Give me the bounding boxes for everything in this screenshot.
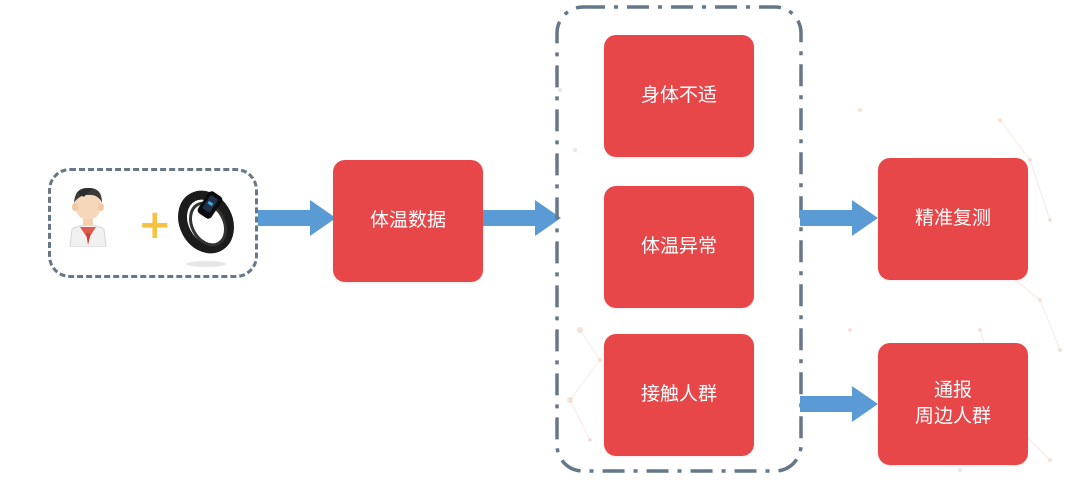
node-temperature-abnormal: 体温异常	[604, 186, 754, 308]
plus-symbol: +	[138, 202, 172, 248]
arrow-input-to-data	[258, 200, 336, 236]
node-label: 身体不适	[640, 84, 717, 107]
arrow-data-to-conditions	[483, 200, 561, 236]
node-contact-crowd: 接触人群	[604, 334, 754, 456]
node-label: 体温数据	[369, 209, 446, 232]
node-feeling-unwell: 身体不适	[604, 35, 754, 157]
person-icon	[69, 187, 107, 247]
node-temperature-data: 体温数据	[333, 160, 483, 282]
node-label: 通报 周边人群	[914, 379, 991, 427]
node-label: 精准复测	[914, 207, 991, 230]
node-label: 体温异常	[640, 235, 717, 258]
arrow-to-precise-retest	[800, 200, 878, 236]
smart-band-icon	[178, 190, 234, 267]
arrow-to-notify-surroundings	[800, 386, 878, 422]
node-notify-surroundings: 通报 周边人群	[878, 343, 1028, 465]
input-device-group	[48, 168, 258, 278]
node-precise-retest: 精准复测	[878, 158, 1028, 280]
node-label: 接触人群	[640, 383, 717, 406]
conditions-group	[555, 5, 803, 473]
